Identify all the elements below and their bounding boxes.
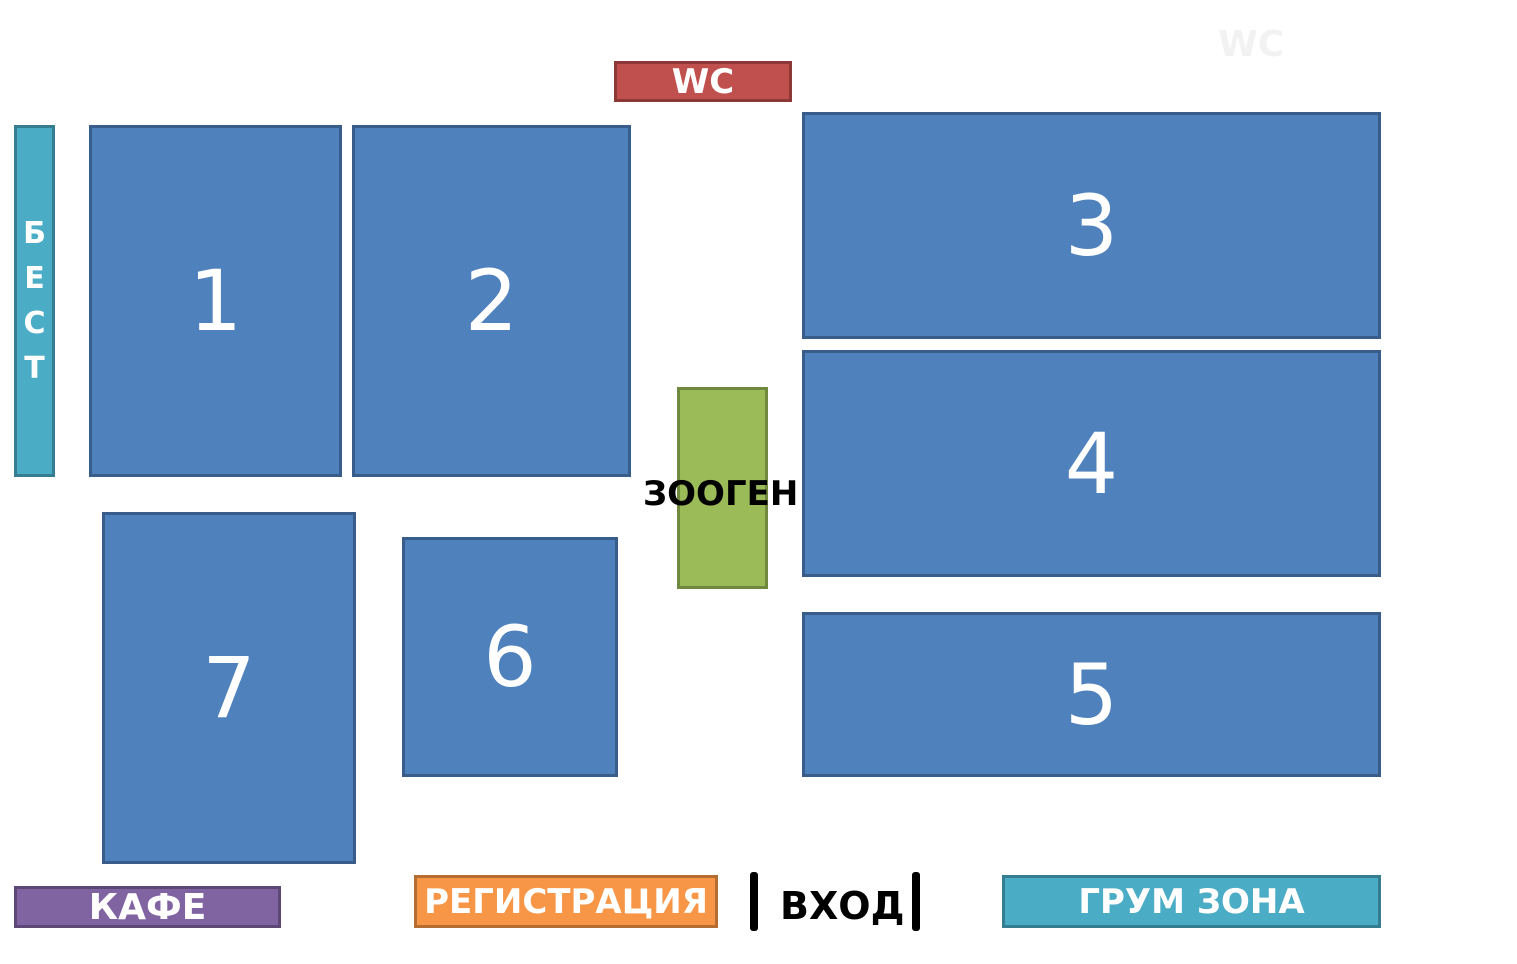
ring-2-number: 2 [464, 252, 519, 350]
entrance-label: ВХОД [780, 884, 905, 928]
cafe-label: КАФЕ [88, 886, 207, 928]
ring-5-number: 5 [1064, 645, 1119, 744]
ghost-wc-label: WC [1218, 24, 1285, 65]
ring-3-number: 3 [1064, 176, 1119, 275]
wc-label: WC [671, 61, 735, 102]
ring-7: 7 [102, 512, 356, 864]
ring-1-number: 1 [188, 252, 243, 350]
best-letter: С [23, 306, 46, 341]
ring-7-number: 7 [202, 639, 256, 737]
zoogen-label: ЗООГЕН [643, 474, 799, 514]
best-letter: Е [24, 261, 45, 296]
ring-6-number: 6 [483, 608, 537, 706]
groom-label: ГРУМ ЗОНА [1078, 881, 1305, 922]
ring-4-number: 4 [1064, 414, 1119, 513]
best-zone: Б Е С Т [14, 125, 55, 477]
registration-zone: РЕГИСТРАЦИЯ [414, 875, 718, 928]
cafe-zone: КАФЕ [14, 886, 281, 928]
ring-3: 3 [802, 112, 1381, 339]
ring-2: 2 [352, 125, 631, 477]
ring-4: 4 [802, 350, 1381, 577]
zoogen-zone [677, 387, 768, 589]
registration-label: РЕГИСТРАЦИЯ [424, 881, 708, 922]
best-letter: Б [23, 216, 46, 251]
ring-1: 1 [89, 125, 342, 477]
ring-5: 5 [802, 612, 1381, 777]
wc-zone: WC [614, 61, 792, 102]
groom-zone: ГРУМ ЗОНА [1002, 875, 1381, 928]
best-letter: Т [24, 351, 45, 386]
ring-6: 6 [402, 537, 618, 777]
entrance-post-right [912, 872, 920, 931]
entrance-post-left [750, 872, 758, 931]
